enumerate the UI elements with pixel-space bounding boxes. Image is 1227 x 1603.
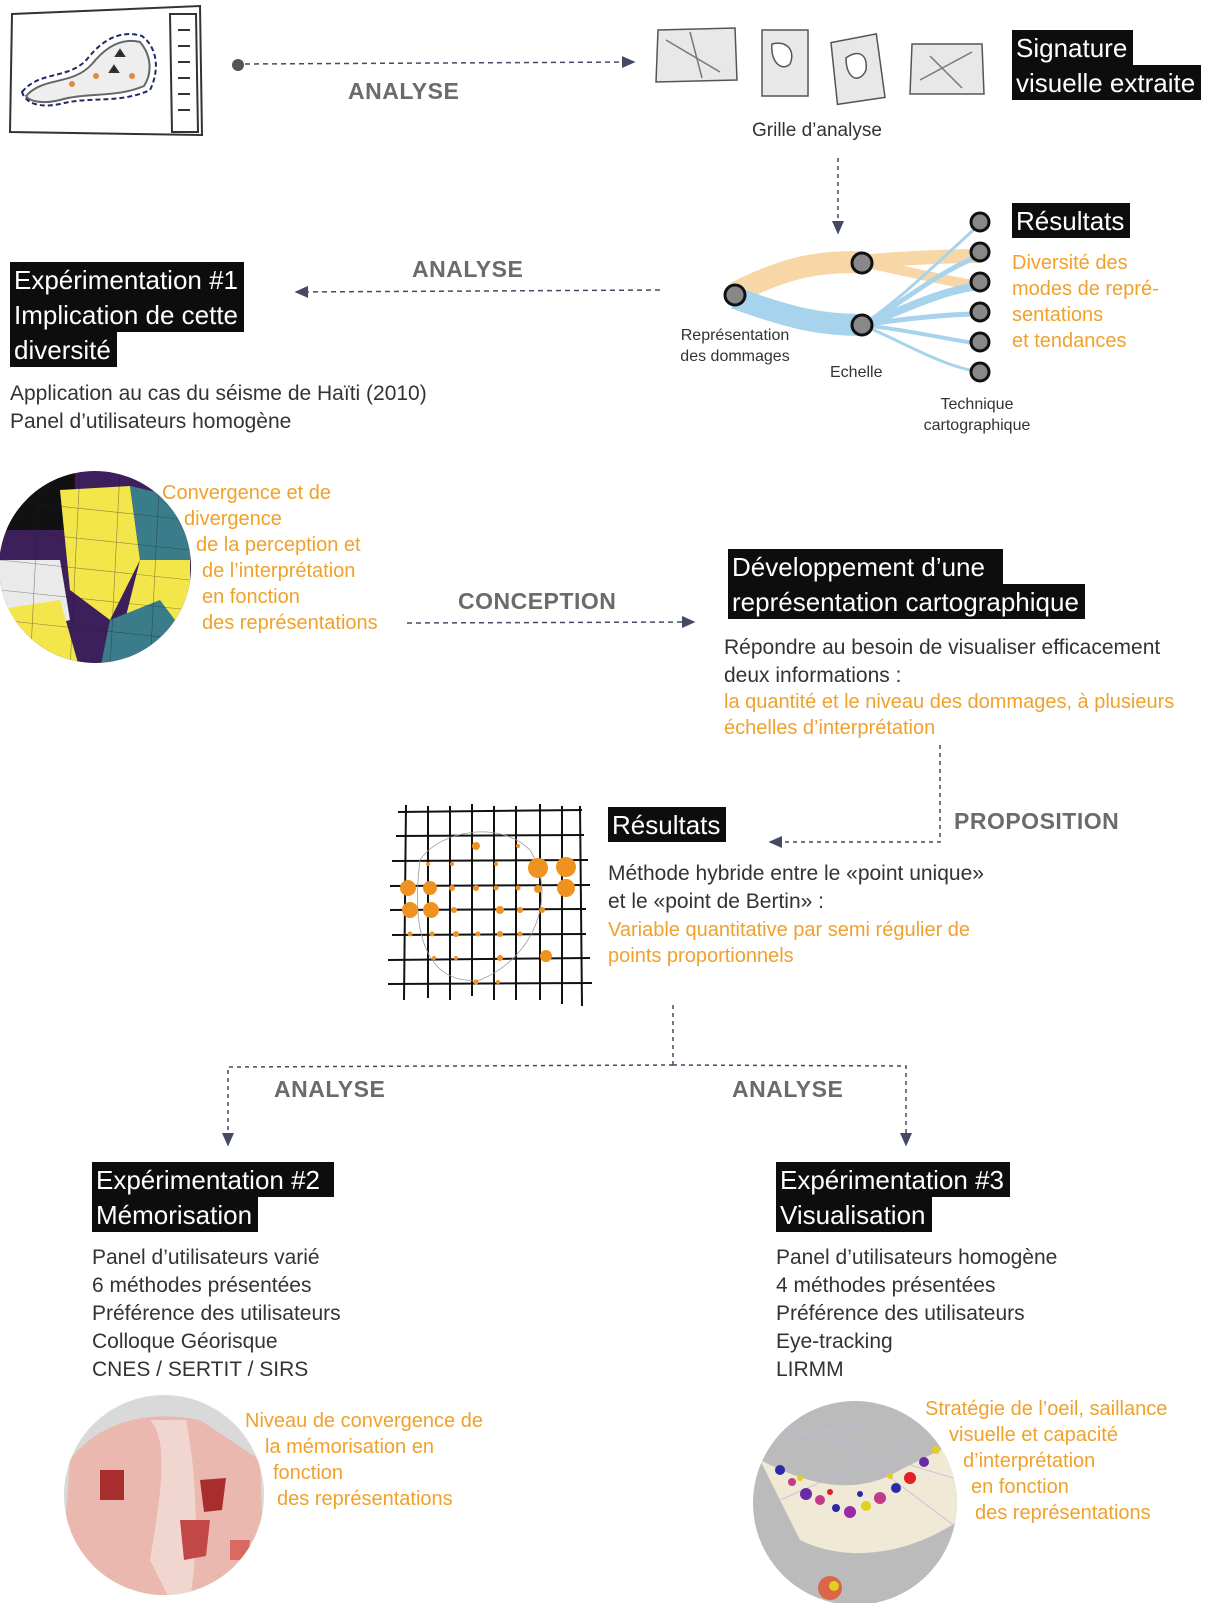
resultats-top-line: sentations [1012,304,1104,326]
resultats-mid-body-line: Méthode hybride entre le «point unique» [608,862,984,885]
step-label-analyse-top: ANALYSE [348,78,460,104]
convergence-line: de la perception et [196,534,361,556]
step-label-analyse-mid: ANALYSE [412,256,524,282]
dev-orange-line: la quantité et le niveau des dommages, à… [724,691,1175,713]
exp2-orange-line: Niveau de convergence de [245,1410,483,1432]
exp3-orange: Stratégie de l’oeil, saillance visuelle … [925,1396,1167,1526]
dev-body-line: deux informations : [724,664,902,687]
resultats-mid-orange-line: Variable quantitative par semi régulier … [608,919,971,941]
signature-title: Signature visuelle extraite [1012,30,1202,100]
resultats-mid-title-text: Résultats [608,807,727,842]
network-label-line: des dommages [680,348,790,365]
resultats-top-title: Résultats [1012,203,1131,238]
network-label-line: Technique [940,396,1014,413]
dev-body-line: Répondre au besoin de visualiser efficac… [724,636,1161,659]
step-label-conception: CONCEPTION [458,588,617,614]
exp3-orange-line: Stratégie de l’oeil, saillance [925,1398,1168,1420]
resultats-top-title-text: Résultats [1012,203,1131,238]
resultats-mid-orange-line: points proportionnels [608,945,794,967]
sketch-map-image [8,4,204,137]
exp2-body-line: 6 méthodes présentées [92,1274,312,1297]
resultats-mid-body: Méthode hybride entre le «point unique» … [608,860,984,916]
exp1-body: Application au cas du séisme de Haïti (2… [10,380,427,436]
dev-orange-line: échelles d’interprétation [724,717,936,739]
convergence-line: en fonction [202,586,300,608]
exp2-body-line: Préférence des utilisateurs [92,1302,341,1325]
exp2-body-line: Colloque Géorisque [92,1330,278,1353]
step-label-analyse-right: ANALYSE [732,1076,844,1102]
signature-line-1: Signature [1012,30,1134,65]
network-diagram [723,211,991,383]
step-label-proposition: PROPOSITION [954,808,1120,834]
exp3-title-line: Expérimentation #3 [776,1162,1011,1197]
resultats-mid-orange: Variable quantitative par semi régulier … [608,917,970,969]
exp2-body-line: Panel d’utilisateurs varié [92,1246,320,1269]
exp3-orange-line: en fonction [971,1476,1069,1498]
dev-orange: la quantité et le niveau des dommages, à… [724,689,1174,741]
exp2-title-line: Mémorisation [92,1197,259,1232]
convergence-line: Convergence et de [162,482,332,504]
resultats-mid-body-line: et le «point de Bertin» : [608,890,824,913]
exp2-orange-line: fonction [273,1462,344,1484]
exp1-title-line: diversité [10,332,117,367]
convergence-text: Convergence et de divergence de la perce… [162,480,378,636]
eye-tracking-map-image [753,1401,957,1603]
resultats-top-text: Diversité des modes de repré- sentations… [1012,250,1159,354]
dev-title: Développement d’une représentation carto… [728,549,1085,619]
exp1-title-line: Expérimentation #1 [10,262,245,297]
exp1-title: Expérimentation #1 Implication de cette … [10,262,245,367]
dev-title-line: Développement d’une [728,549,1003,584]
resultats-mid-title: Résultats [608,807,727,842]
exp2-body: Panel d’utilisateurs varié 6 méthodes pr… [92,1244,341,1384]
memorisation-map-image [64,1395,264,1595]
exp3-body-line: 4 méthodes présentées [776,1274,996,1297]
network-label-tech: Technique cartographique [912,394,1042,436]
exp3-body-line: Préférence des utilisateurs [776,1302,1025,1325]
exp3-body: Panel d’utilisateurs homogène 4 méthodes… [776,1244,1057,1384]
exp2-orange-line: des représentations [277,1488,453,1510]
network-label-echelle: Echelle [830,364,883,381]
network-label-line: Représentation [680,327,790,344]
analysis-thumbnails [655,27,985,106]
resultats-top-line: modes de repré- [1012,278,1159,300]
resultats-top-line: et tendances [1012,330,1127,352]
exp3-body-line: Panel d’utilisateurs homogène [776,1246,1058,1269]
convergence-line: des représentations [202,612,378,634]
exp3-orange-line: d’interprétation [963,1450,1096,1472]
exp2-title: Expérimentation #2 Mémorisation [92,1162,335,1232]
step-label-analyse-left: ANALYSE [274,1076,386,1102]
signature-line-2: visuelle extraite [1012,65,1202,100]
exp3-title-line: Visualisation [776,1197,932,1232]
grille-label: Grille d’analyse [752,120,882,141]
network-label-line: cartographique [923,417,1031,434]
exp3-orange-line: des représentations [975,1502,1151,1524]
proportional-points-grid [387,804,593,1007]
exp1-body-line: Application au cas du séisme de Haïti (2… [10,382,427,405]
exp2-orange: Niveau de convergence de la mémorisation… [245,1408,483,1512]
exp2-orange-line: la mémorisation en [265,1436,434,1458]
convergence-line: divergence [184,508,282,530]
exp1-title-line: Implication de cette [10,297,245,332]
exp3-orange-line: visuelle et capacité [949,1424,1118,1446]
exp1-body-line: Panel d’utilisateurs homogène [10,410,292,433]
exp2-title-line: Expérimentation #2 [92,1162,335,1197]
exp3-title: Expérimentation #3 Visualisation [776,1162,1011,1232]
exp2-body-line: CNES / SERTIT / SIRS [92,1358,309,1381]
dev-title-line: représentation cartographique [728,584,1085,619]
exp3-body-line: Eye-tracking [776,1330,893,1353]
convergence-line: de l’interprétation [202,560,356,582]
arrow-start-dot [232,59,244,71]
dev-body: Répondre au besoin de visualiser efficac… [724,634,1160,690]
resultats-top-line: Diversité des [1012,252,1128,274]
network-label-rep: Représentation des dommages [672,325,798,367]
exp3-body-line: LIRMM [776,1358,844,1381]
